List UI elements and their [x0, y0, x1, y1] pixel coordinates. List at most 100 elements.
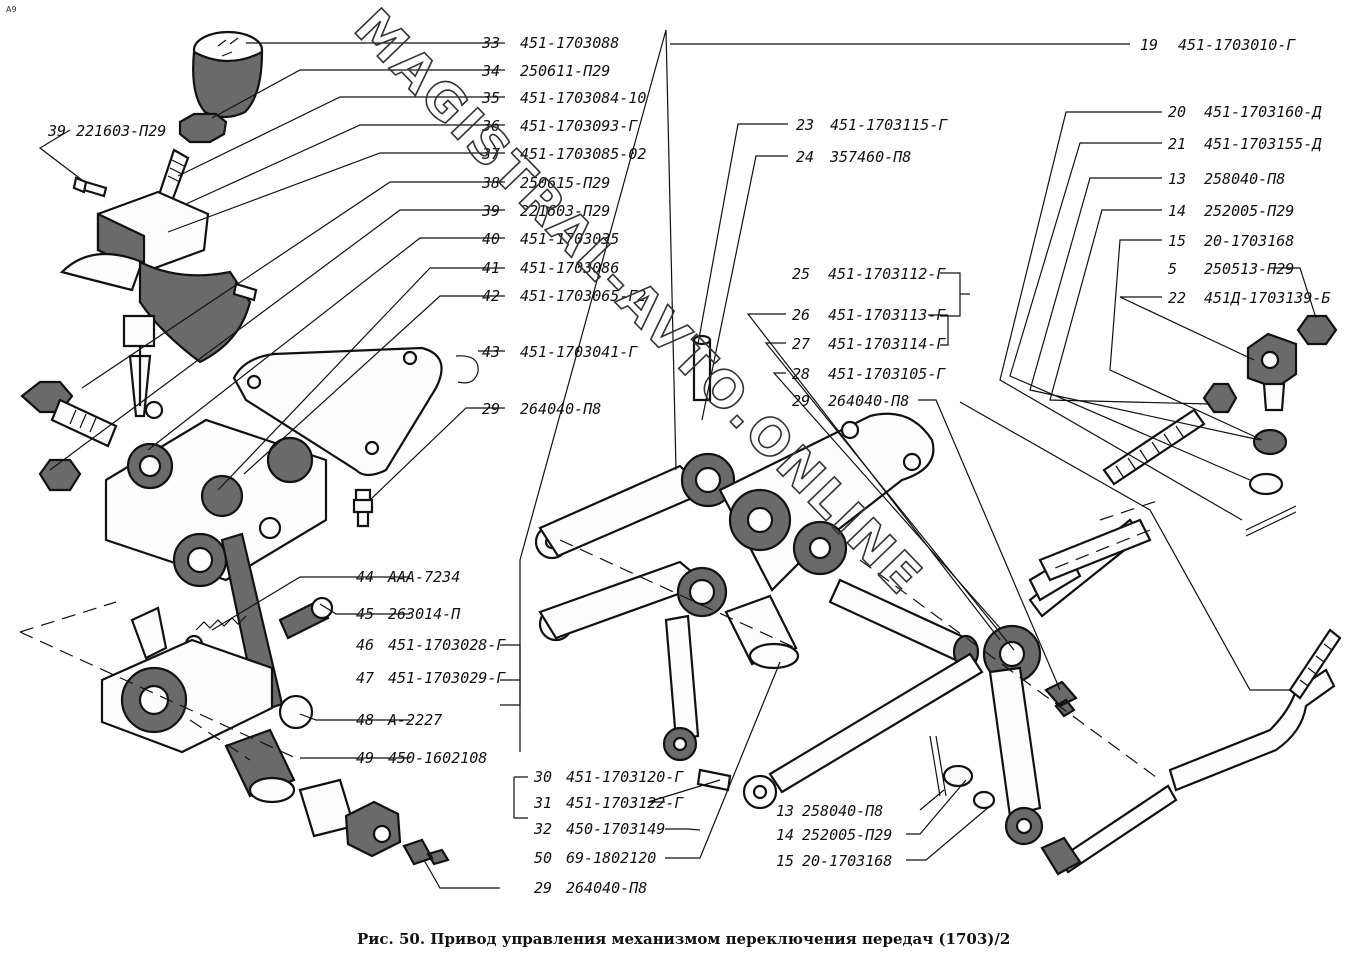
nut-40 [38, 458, 82, 492]
svg-text:263014-П: 263014-П [388, 605, 461, 623]
svg-text:451-1703028-Г: 451-1703028-Г [388, 636, 506, 654]
svg-text:48: 48 [356, 711, 374, 729]
svg-text:42: 42 [482, 287, 500, 305]
svg-text:451-1703041-Г: 451-1703041-Г [520, 343, 638, 361]
svg-text:252005-П29: 252005-П29 [802, 826, 892, 844]
svg-text:37: 37 [481, 145, 500, 163]
svg-text:451-1703086: 451-1703086 [520, 259, 619, 277]
svg-text:20: 20 [1168, 103, 1186, 121]
svg-text:39: 39 [47, 122, 66, 140]
svg-text:26: 26 [792, 306, 810, 324]
svg-text:357460-П8: 357460-П8 [829, 148, 911, 166]
svg-text:69-1802120: 69-1802120 [566, 849, 656, 867]
svg-text:451-1703160-Д: 451-1703160-Д [1204, 103, 1322, 121]
label-34: 34 250611-П29 [481, 62, 610, 80]
svg-text:451Д-1703139-Б: 451Д-1703139-Б [1204, 289, 1330, 307]
svg-text:451-1703084-10: 451-1703084-10 [520, 89, 646, 107]
svg-text:451-1703029-Г: 451-1703029-Г [388, 669, 506, 687]
left-assembly [19, 30, 479, 866]
svg-text:29: 29 [792, 392, 810, 410]
label-26: 26 451-1703113-Г [792, 306, 946, 324]
svg-text:451-1703105-Г: 451-1703105-Г [828, 365, 946, 383]
svg-text:221603-П29: 221603-П29 [76, 122, 166, 140]
bracket [104, 418, 328, 582]
figure-caption: Рис. 50. Привод управления механизмом пе… [357, 930, 1010, 948]
mounting-plate [232, 346, 443, 477]
svg-text:41: 41 [482, 259, 500, 277]
connecting-rod [742, 652, 984, 810]
svg-text:14: 14 [1168, 202, 1186, 220]
svg-text:31: 31 [533, 794, 552, 812]
grease-nipple-lower [402, 838, 450, 866]
label-13b: 13 258040-П8 [776, 802, 883, 820]
svg-text:29: 29 [534, 879, 552, 897]
fitting-49 [298, 778, 402, 858]
clevis [1246, 314, 1338, 412]
shift-stem [122, 314, 156, 418]
flat-washer [1248, 472, 1284, 496]
bushing-48 [224, 728, 296, 804]
label-28: 28 451-1703105-Г [792, 365, 946, 383]
corner-mark: A9 [6, 5, 17, 14]
knob-nut [178, 112, 228, 144]
svg-text:23: 23 [796, 116, 814, 134]
svg-text:451-1703114-Г: 451-1703114-Г [828, 335, 946, 353]
svg-text:38: 38 [481, 174, 500, 192]
svg-text:451-1703113-Г: 451-1703113-Г [828, 306, 946, 324]
svg-text:13: 13 [776, 802, 794, 820]
pin-32 [696, 768, 732, 792]
svg-text:21: 21 [1168, 135, 1186, 153]
label-22: 22 451Д-1703139-Б [1168, 289, 1330, 307]
svg-text:28: 28 [792, 365, 810, 383]
label-50: 50 69-1802120 [534, 849, 656, 867]
svg-text:258040-П8: 258040-П8 [802, 802, 883, 820]
svg-text:33: 33 [481, 34, 500, 52]
svg-text:34: 34 [481, 62, 500, 80]
svg-text:451-1703093-Г: 451-1703093-Г [520, 117, 638, 135]
grease-nipple-upper [352, 488, 374, 528]
washer [942, 764, 974, 788]
lower-fork [100, 596, 334, 754]
svg-text:50: 50 [534, 849, 552, 867]
circlip [455, 355, 479, 384]
svg-text:22: 22 [1168, 289, 1186, 307]
middle-lever [538, 560, 728, 762]
label-39a: 39 221603-П29 [47, 122, 166, 140]
svg-text:19: 19 [1140, 36, 1158, 54]
spring-45 [195, 615, 247, 631]
bushing-50 [724, 594, 800, 670]
lever-housing [59, 190, 252, 364]
housing-screw [232, 282, 258, 302]
svg-text:47: 47 [356, 669, 374, 687]
svg-text:39: 39 [481, 202, 500, 220]
label-48: 48 А-2227 [356, 711, 442, 729]
grease-nipple-right [1044, 680, 1078, 718]
svg-text:15: 15 [776, 852, 794, 870]
svg-text:44: 44 [356, 568, 374, 586]
svg-text:264040-П8: 264040-П8 [520, 400, 601, 418]
label-20: 20 451-1703160-Д [1168, 103, 1322, 121]
svg-text:36: 36 [481, 117, 500, 135]
svg-text:А-2227: А-2227 [387, 711, 442, 729]
label-41: 41 451-1703086 [482, 259, 619, 277]
shaft-bracket [718, 412, 935, 592]
spring-washer [1252, 428, 1288, 456]
cotter-pin [929, 735, 947, 797]
svg-text:250611-П29: 250611-П29 [520, 62, 610, 80]
